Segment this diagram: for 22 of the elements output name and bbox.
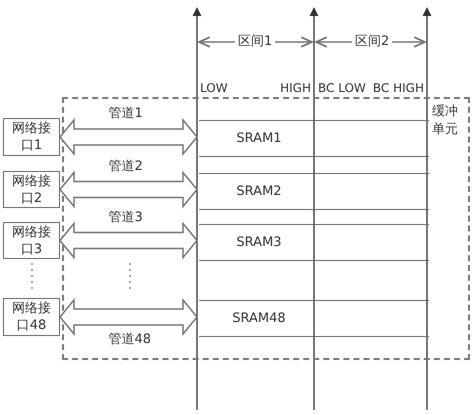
network-interface-box: 网络接口2 [3, 171, 60, 208]
threshold-label: LOW [200, 81, 228, 95]
double-arrow [59, 221, 198, 260]
double-arrow [59, 118, 198, 156]
sram-row: SRAM3 [199, 224, 429, 261]
edge-label: 管道48 [106, 332, 154, 347]
double-arrow [59, 298, 198, 336]
edge-label: 管道1 [106, 106, 145, 121]
region-title: 缓冲单元 [432, 103, 459, 139]
double-arrow [59, 170, 198, 209]
network-interface-box: 网络接口1 [3, 118, 60, 156]
threshold-label: BC LOW [318, 81, 366, 95]
threshold-label: BC HIGH [372, 81, 424, 95]
threshold-label: HIGH [280, 81, 311, 95]
interval-label: 区间1 [235, 35, 276, 49]
sram-row: SRAM1 [199, 120, 429, 157]
interval-label: 区间2 [352, 35, 392, 49]
network-interface-box: 网络接口3 [3, 222, 60, 259]
sram-row: SRAM2 [199, 173, 429, 210]
network-interface-box: 网络接口48 [3, 298, 60, 336]
edge-label: 管道3 [106, 210, 145, 224]
sram-row: SRAM48 [199, 300, 429, 337]
